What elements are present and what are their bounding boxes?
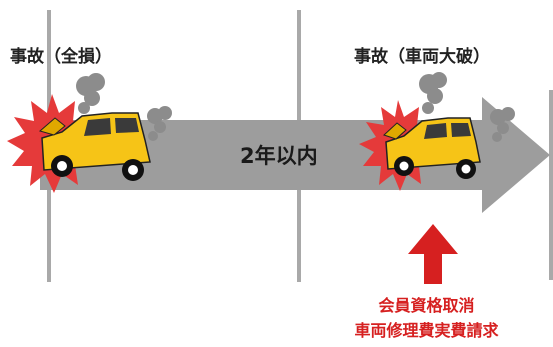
smoke-icon xyxy=(76,73,105,114)
crash-group-2 xyxy=(359,72,515,191)
duration-label: 2年以内 xyxy=(240,144,318,168)
event2-label: 事故（車両大破） xyxy=(354,47,490,67)
consequence-line1: 会員資格取消 xyxy=(378,296,475,315)
smoke-icon xyxy=(419,72,447,114)
up-arrow-icon xyxy=(408,224,458,284)
smoke-icon xyxy=(490,107,515,142)
smoke-icon xyxy=(147,106,172,141)
event1-label: 事故（全損） xyxy=(10,47,112,67)
car-icon xyxy=(383,117,481,179)
crash-group-1 xyxy=(7,73,172,193)
car-icon xyxy=(38,112,151,181)
consequence-line2: 車両修理費実費請求 xyxy=(354,321,499,340)
divider-line-edge xyxy=(549,90,553,280)
